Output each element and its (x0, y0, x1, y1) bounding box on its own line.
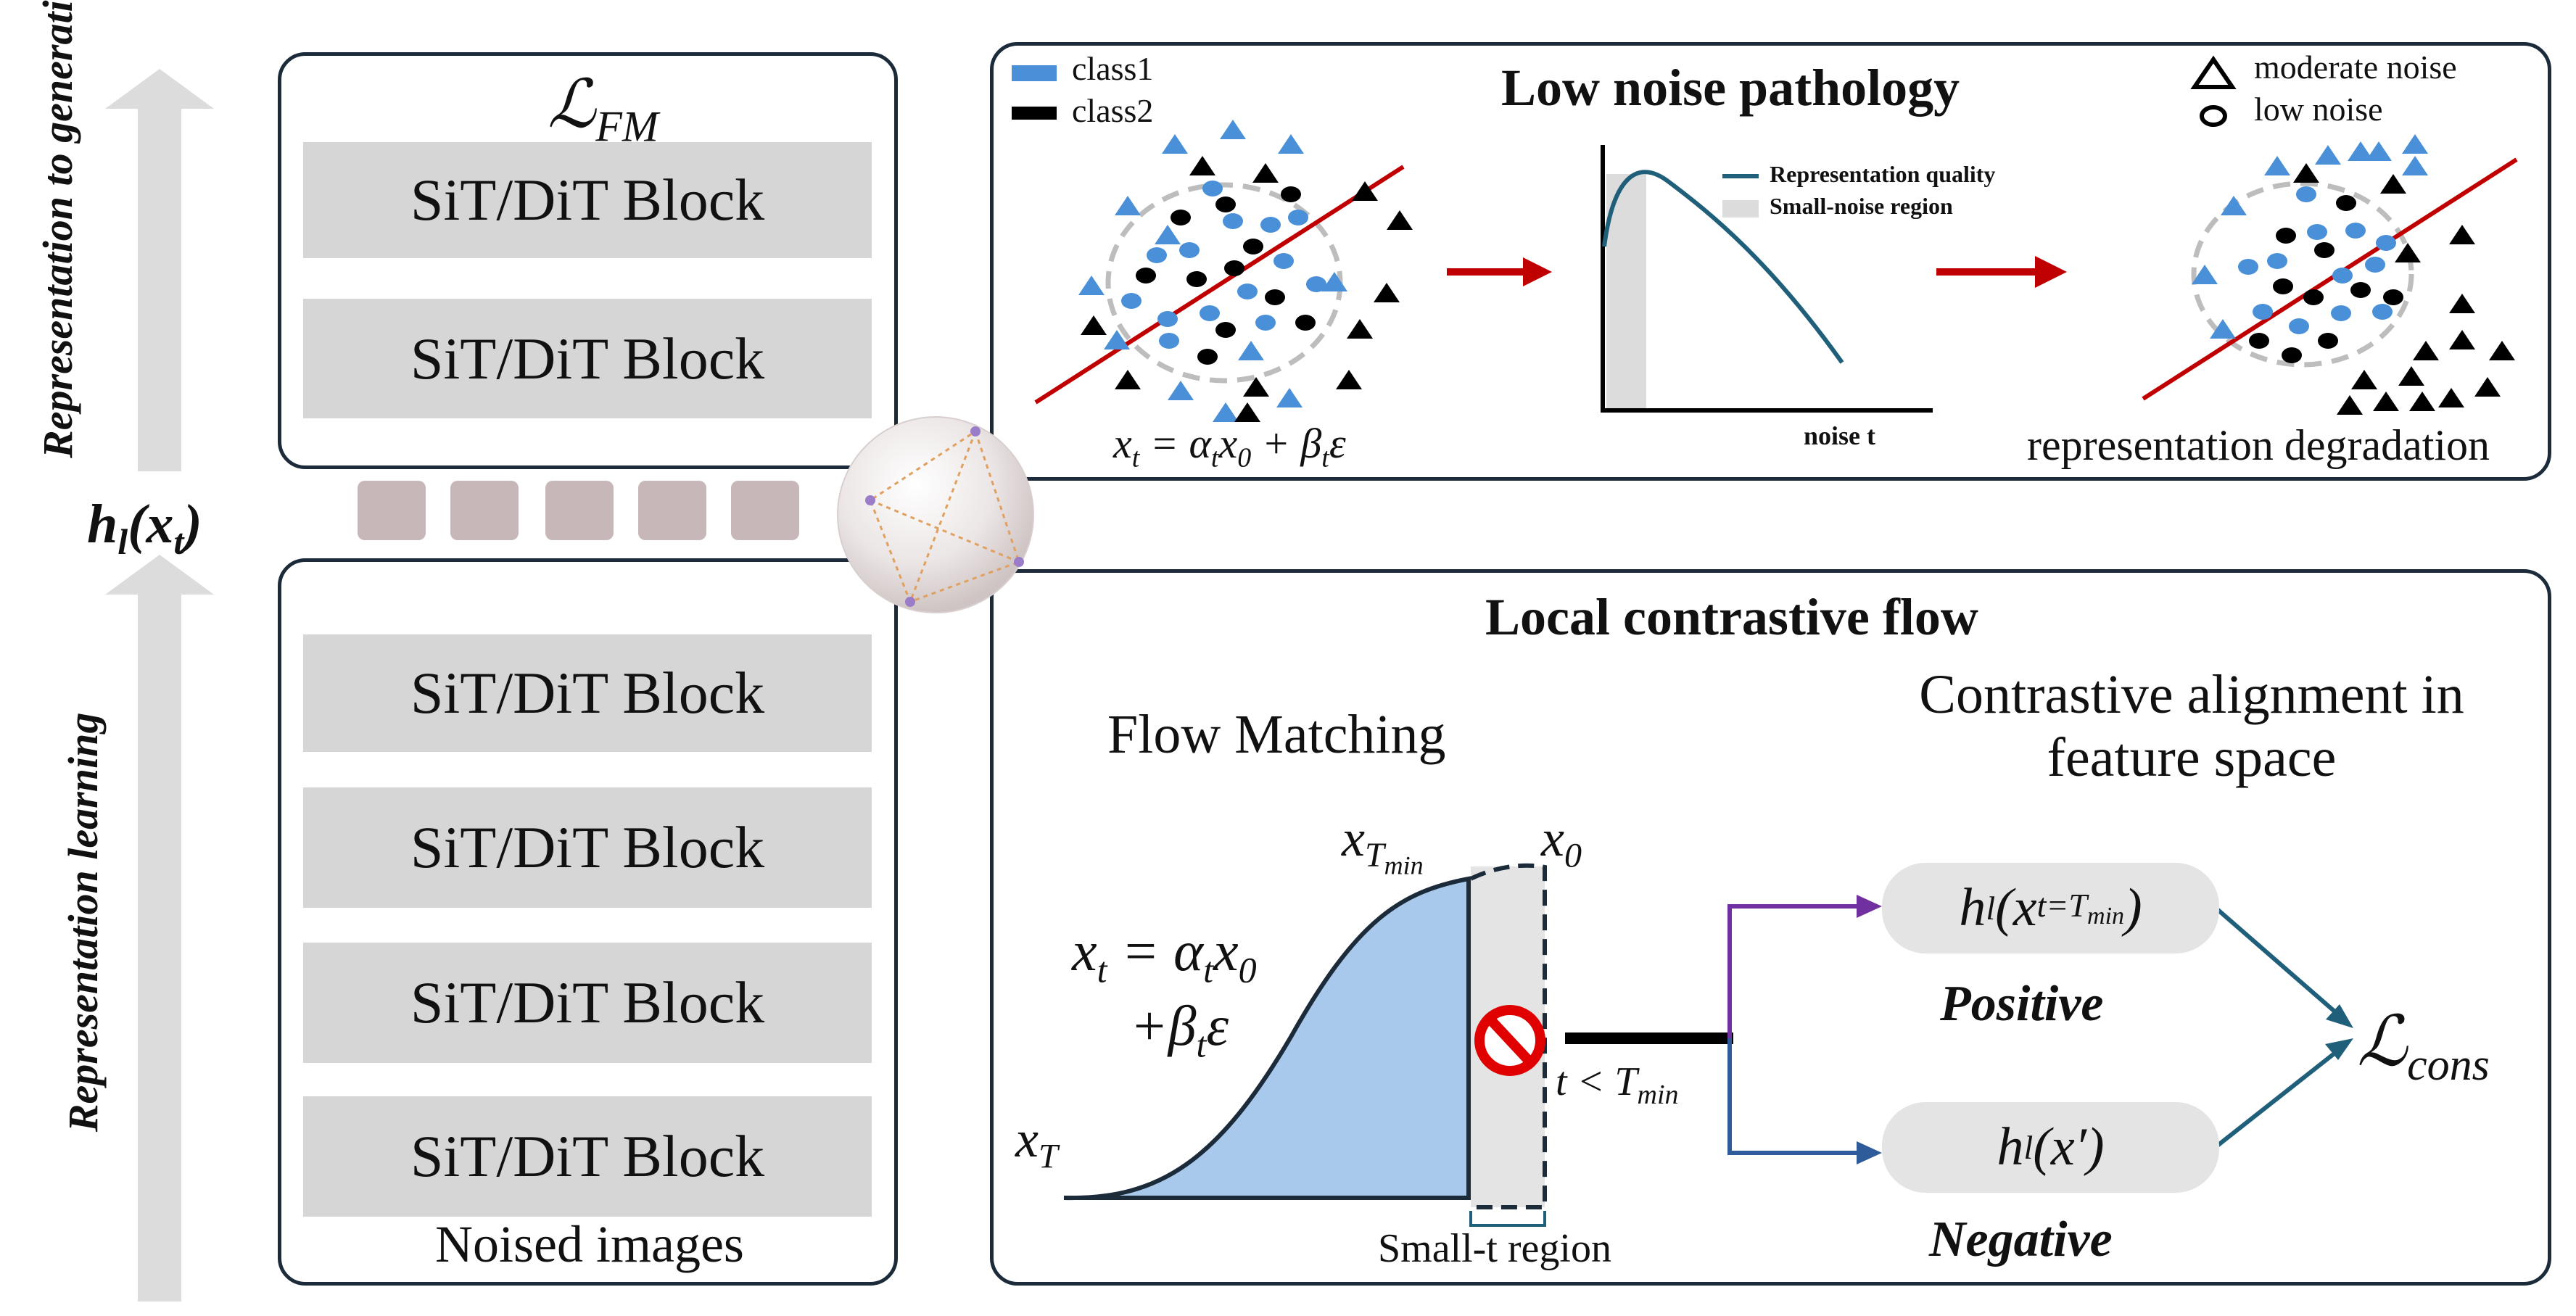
x-Tmin-label: xTmin (1342, 809, 1424, 880)
curve-xlabel: noise t (1804, 421, 1875, 450)
block-bottom-2: SiT/DiT Block (303, 787, 872, 908)
legend-low-noise: low noise (2254, 91, 2383, 128)
curve-legend-region: Small-noise region (1770, 193, 1953, 219)
x-0-label: x0 (1541, 809, 1582, 875)
block-top-1: SiT/DiT Block (303, 142, 872, 258)
feature-label: hl(xt) (87, 494, 202, 563)
flow-equation: xt = αtx0 +βtε (1072, 919, 1257, 1065)
top-equation: xt = αtx0 + βtε (1113, 420, 1346, 473)
loss-cons: ℒcons (2357, 1003, 2490, 1091)
degradation-label: representation degradation (2027, 421, 2490, 469)
scatter-left (1034, 120, 1413, 422)
token-5 (731, 481, 799, 540)
scatter-right (2142, 134, 2518, 415)
low-noise-title: Low noise pathology (1501, 59, 1960, 117)
legend-class2: class2 (1072, 92, 1154, 129)
legend-class2-swatch (1012, 107, 1057, 120)
legend-class1-swatch (1012, 65, 1057, 81)
quality-curve-plot (1601, 145, 1933, 413)
contrastive-title: Local contrastive flow (1485, 588, 1978, 646)
flow-matching-label: Flow Matching (1107, 704, 1446, 765)
token-4 (638, 481, 706, 540)
block-top-2: SiT/DiT Block (303, 299, 872, 418)
block-bottom-3: SiT/DiT Block (303, 943, 872, 1063)
legend-moderate-noise: moderate noise (2254, 49, 2457, 86)
token-3 (545, 481, 614, 540)
token-2 (450, 481, 519, 540)
legend-class1: class1 (1072, 50, 1154, 87)
red-arrows (1447, 256, 2067, 288)
x-T-label: xT (1015, 1110, 1058, 1176)
small-t-label: Small-t region (1378, 1226, 1611, 1271)
curve-legend-quality: Representation quality (1770, 161, 1996, 187)
noised-images-label: Noised images (435, 1215, 744, 1273)
contrastive-alignment-label: Contrastive alignment in feature space (1919, 664, 2464, 788)
t-less-label: t < Tmin (1556, 1059, 1679, 1111)
block-bottom-1: SiT/DiT Block (303, 634, 872, 752)
negative-label: Negative (1929, 1212, 2113, 1267)
block-bottom-4: SiT/DiT Block (303, 1096, 872, 1217)
token-1 (358, 481, 426, 540)
positive-label: Positive (1940, 976, 2104, 1032)
